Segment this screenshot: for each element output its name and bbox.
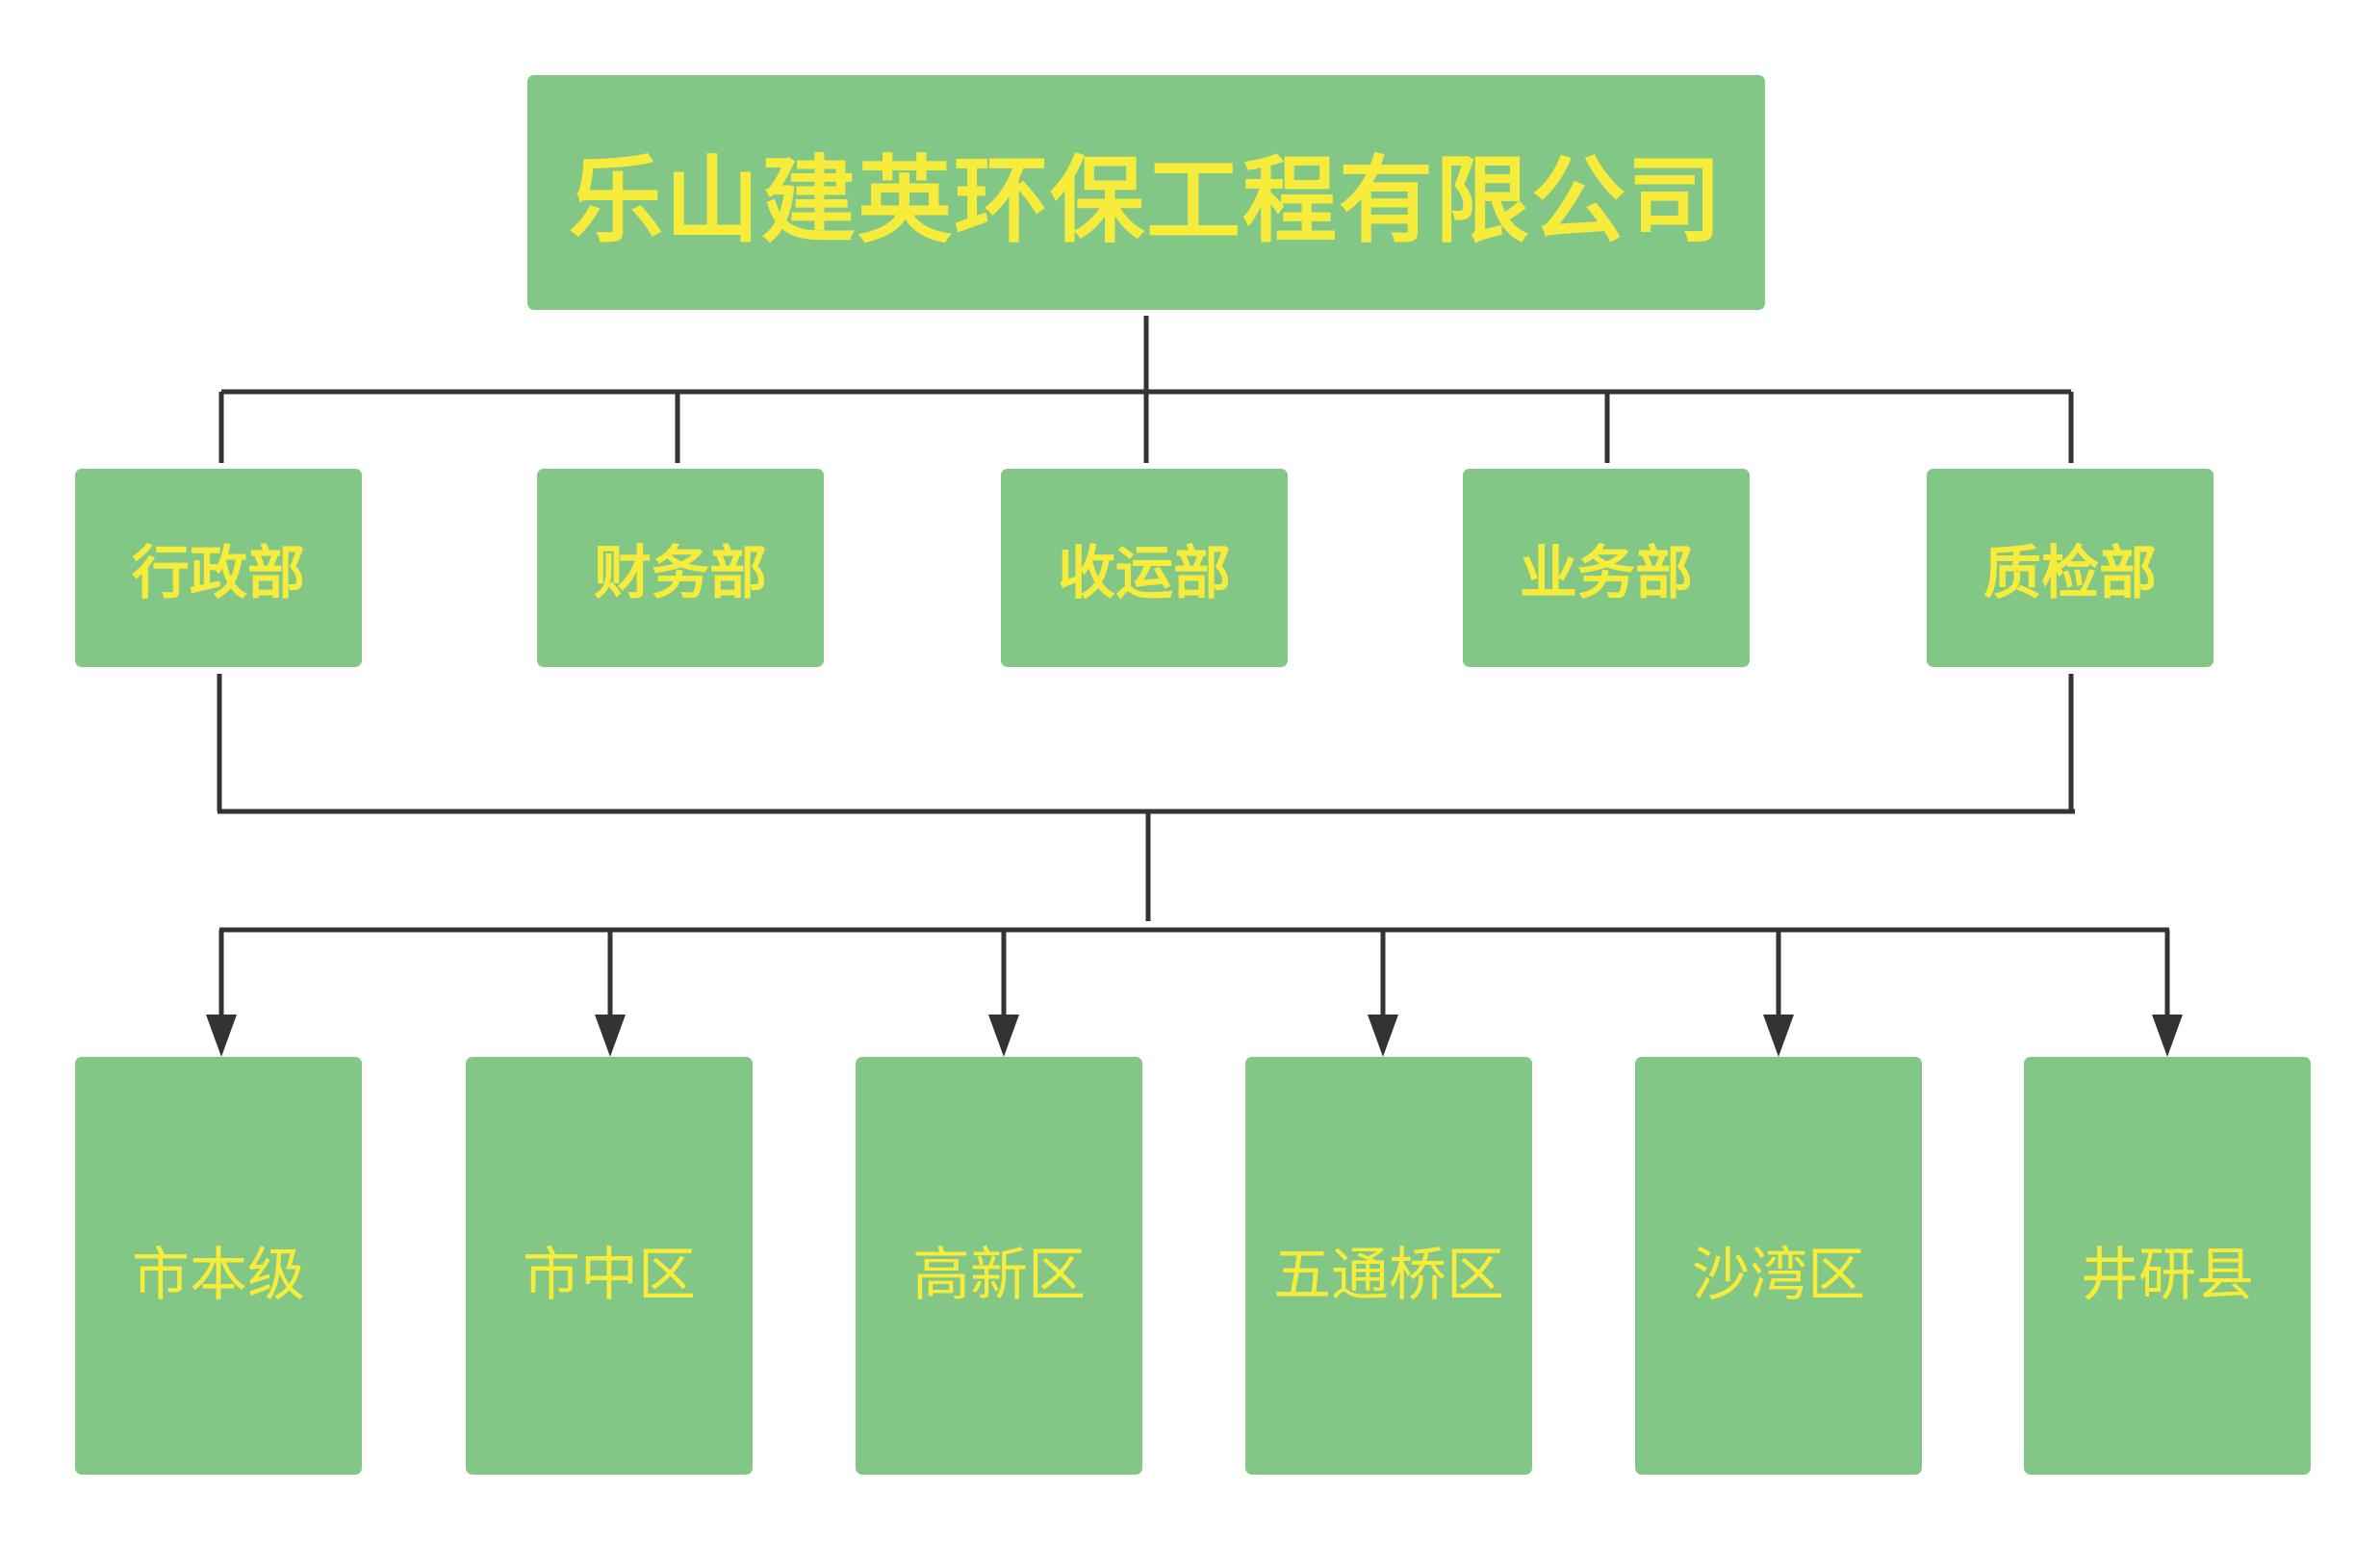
district-node-city-level: 市本级 — [75, 1057, 362, 1475]
department-node-finance: 财务部 — [537, 469, 824, 667]
district-label: 沙湾区 — [1692, 1242, 1865, 1309]
district-node-gaoxin: 高新区 — [856, 1057, 1142, 1475]
district-0-arrowhead — [206, 1015, 237, 1057]
department-label: 质检部 — [1983, 539, 2157, 607]
department-node-quality: 质检部 — [1927, 469, 2214, 667]
department-node-admin: 行政部 — [75, 469, 362, 667]
district-node-wutongqiao: 五通桥区 — [1245, 1057, 1532, 1475]
district-label: 市本级 — [132, 1242, 305, 1309]
district-node-shizhong: 市中区 — [466, 1057, 753, 1475]
district-node-shawan: 沙湾区 — [1635, 1057, 1922, 1475]
district-2-arrowhead — [988, 1015, 1019, 1057]
department-label: 业务部 — [1520, 539, 1693, 607]
district-3-arrowhead — [1368, 1015, 1398, 1057]
district-label: 高新区 — [912, 1242, 1086, 1309]
department-node-business: 业务部 — [1463, 469, 1750, 667]
district-label: 市中区 — [523, 1242, 696, 1309]
department-label: 财务部 — [594, 539, 767, 607]
company-root-node: 乐山建英环保工程有限公司 — [527, 75, 1765, 310]
district-node-jingyan: 井研县 — [2024, 1057, 2311, 1475]
company-name: 乐山建英环保工程有限公司 — [568, 146, 1724, 256]
district-4-arrowhead — [1763, 1015, 1794, 1057]
department-label: 收运部 — [1058, 539, 1231, 607]
district-1-arrowhead — [595, 1015, 626, 1057]
district-label: 五通桥区 — [1273, 1242, 1504, 1309]
department-label: 行政部 — [132, 539, 305, 607]
department-node-collection: 收运部 — [1001, 469, 1288, 667]
district-label: 井研县 — [2081, 1242, 2254, 1309]
district-5-arrowhead — [2152, 1015, 2183, 1057]
